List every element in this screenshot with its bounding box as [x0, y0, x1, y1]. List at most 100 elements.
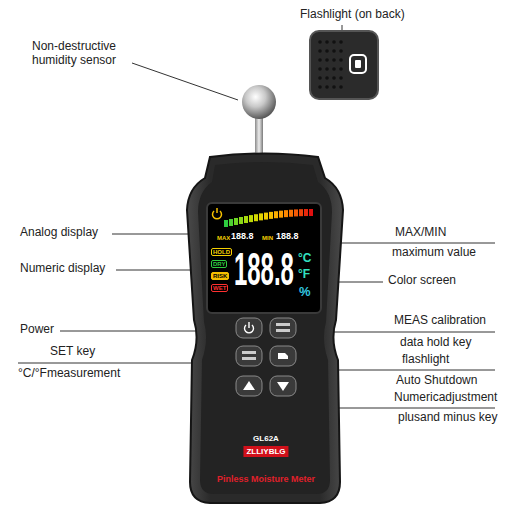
scale-bar: [284, 210, 288, 217]
set-icon: [242, 351, 256, 354]
screen-reading: 188.8: [276, 231, 299, 241]
minus-button: [270, 376, 296, 396]
callout-label: Non-destructive humidity sensor: [18, 40, 130, 68]
scale-bar: [249, 215, 253, 222]
callout-label: Power: [20, 323, 54, 337]
status-badge: RISK: [211, 272, 229, 280]
callout-label: plusand minus key: [398, 411, 497, 425]
speaker-dot: [325, 85, 329, 89]
flashlight-icon: [278, 353, 288, 359]
speaker-dot: [339, 58, 343, 62]
callout-label: Numericadjustment: [394, 391, 497, 405]
speaker-dot: [325, 58, 329, 62]
speaker-dot: [318, 40, 322, 44]
screen-reading: 188.8: [231, 231, 254, 241]
color-screen: [207, 203, 321, 313]
status-badge: WET: [211, 284, 228, 292]
brand-logo: ZLLIYBLG: [243, 446, 288, 457]
scale-bar: [224, 220, 228, 227]
scale-bar: [304, 209, 308, 216]
speaker-dot: [339, 67, 343, 71]
flashlight-inset: [310, 31, 378, 99]
speaker-dot: [318, 85, 322, 89]
scale-bar: [234, 218, 238, 225]
meter-face: [198, 162, 332, 494]
unit-icon: [242, 357, 256, 360]
meas-icon: [276, 323, 290, 326]
speaker-dot: [332, 58, 336, 62]
power-button: [236, 318, 262, 338]
callout-label: Auto Shutdown: [396, 374, 477, 388]
scale-bar: [269, 212, 273, 219]
speaker-dot: [332, 85, 336, 89]
product-name: Pinless Moisture Meter: [217, 474, 315, 484]
speaker-dot: [339, 85, 343, 89]
unit-symbol: °F: [298, 268, 310, 282]
speaker-dot: [318, 58, 322, 62]
scale-bar: [289, 210, 293, 217]
callout-label: Color screen: [388, 274, 456, 288]
scale-bar: [254, 214, 258, 221]
speaker-dot: [339, 49, 343, 53]
unit-symbol: %: [299, 285, 311, 300]
callout-label: maximum value: [392, 246, 476, 260]
leader-line: [342, 25, 343, 30]
scale-bar: [244, 216, 248, 223]
speaker-dot: [318, 76, 322, 80]
speaker-dot: [325, 67, 329, 71]
scale-bar: [239, 217, 243, 224]
status-badge: HOLD: [211, 248, 232, 256]
speaker-dot: [332, 67, 336, 71]
callout-label: Analog display: [20, 226, 98, 240]
scale-bar: [299, 209, 303, 216]
unit-symbol: °C: [298, 252, 311, 266]
scale-bar: [264, 213, 268, 220]
analog-scale: [224, 209, 313, 227]
model-number: GL62A: [253, 434, 279, 443]
scale-bar: [274, 211, 278, 218]
speaker-dot: [325, 76, 329, 80]
speaker-dot: [325, 40, 329, 44]
speaker-dot: [339, 76, 343, 80]
scale-bar: [259, 213, 263, 220]
callout-label: MAX/MIN: [395, 226, 446, 240]
speaker-dot: [332, 76, 336, 80]
main-reading: 188.8: [234, 246, 294, 292]
hold-icon: [276, 329, 290, 332]
scale-bar: [294, 209, 298, 216]
speaker-dot: [318, 49, 322, 53]
callout-label: flashlight: [402, 353, 449, 367]
power-indicator: [213, 208, 222, 219]
callout-label: data hold key: [400, 336, 471, 350]
speaker-dot: [332, 40, 336, 44]
sensor-ball: [242, 85, 276, 119]
set-button: [236, 346, 262, 366]
callout-label: Flashlight (on back): [300, 8, 405, 22]
callout-label: SET key: [50, 345, 95, 359]
meter-housing: [187, 154, 343, 504]
flashlight-led: [355, 60, 361, 68]
plus-button: [236, 376, 262, 396]
scale-bar: [279, 211, 283, 218]
leader-lines: [18, 25, 495, 408]
speaker-dot: [318, 67, 322, 71]
up-arrow: [243, 381, 255, 390]
power-icon: [248, 322, 249, 328]
flashlight-lens: [350, 55, 366, 73]
speaker-dot: [332, 49, 336, 53]
scale-bar: [229, 219, 233, 226]
flashlight-button: [270, 346, 296, 366]
meas-hold-button: [270, 318, 296, 338]
callout-label: Numeric display: [20, 262, 105, 276]
down-arrow: [277, 382, 289, 391]
back-panel: [310, 31, 378, 99]
speaker-dot: [325, 49, 329, 53]
callout-label: MEAS calibration: [394, 314, 486, 328]
screen-indicator: MAX: [217, 235, 230, 242]
screen-indicator: MIN: [262, 235, 273, 242]
power-bar: [216, 208, 218, 213]
keypad: [236, 318, 296, 396]
callout-label: °C/°Fmeasurement: [18, 367, 120, 381]
leader-line: [132, 63, 238, 100]
